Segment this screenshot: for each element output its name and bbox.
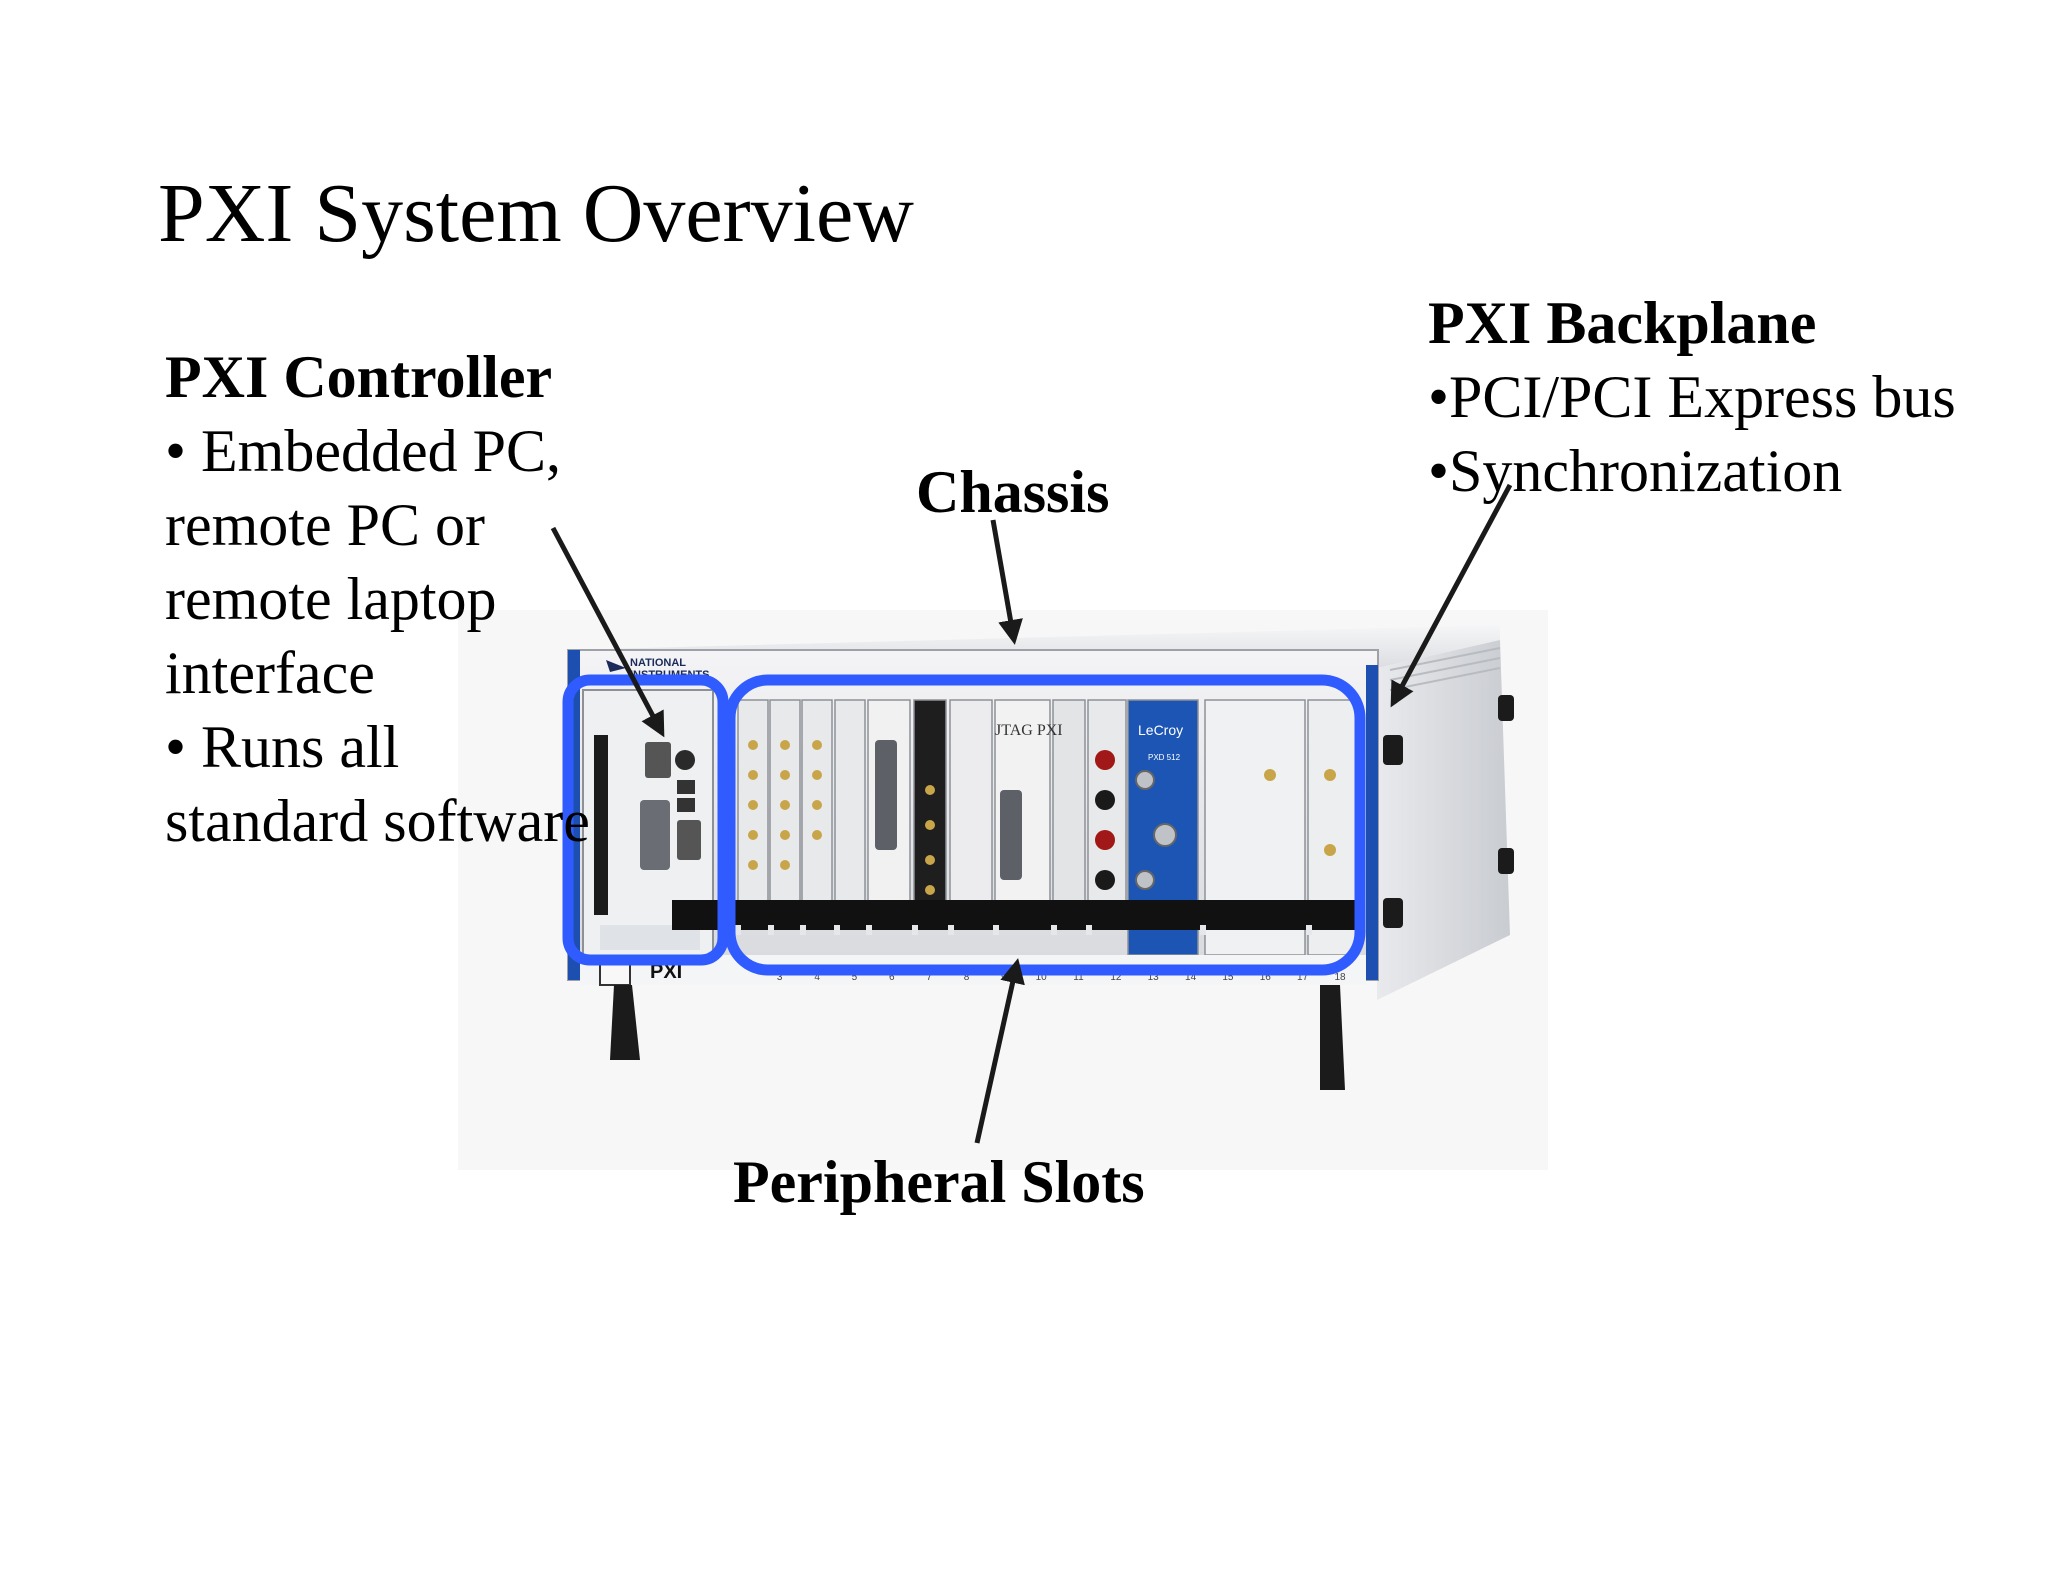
chassis-side: [1377, 640, 1510, 1000]
controller-heading: PXI Controller: [165, 344, 553, 410]
controller-line: interface: [165, 640, 375, 706]
lecroy-model: PXD 512: [1148, 753, 1181, 762]
pxi-logo: PXI: [650, 961, 682, 983]
ejector-handle-row: [672, 900, 1362, 930]
slot-number: 18: [1334, 972, 1346, 983]
slot-number: 4: [814, 972, 820, 983]
backplane-description: PXI Backplane •PCI/PCI Express bus •Sync…: [1428, 286, 1998, 508]
slot-number: 3: [777, 972, 783, 983]
d-sub-connector-2: [1000, 790, 1022, 880]
slot-number: 16: [1260, 972, 1272, 983]
d-sub-connector: [875, 740, 897, 850]
slot-number: 10: [1036, 972, 1048, 983]
brand-eagle-icon: [606, 660, 626, 672]
backplane-heading: PXI Backplane: [1428, 290, 1817, 356]
right-leg: [1320, 985, 1345, 1090]
left-leg: [610, 985, 640, 1060]
ejector-dividers: [735, 925, 1312, 935]
backplane-arrow: [1390, 483, 1513, 708]
front-right-trim: [1366, 665, 1378, 980]
side-feet: [1383, 695, 1514, 928]
bnc-connectors: [1135, 770, 1177, 890]
slots-arrow: [974, 958, 1025, 1144]
slot-number: 13: [1148, 972, 1160, 983]
controller-description: PXI Controller • Embedded PC, remote PC …: [165, 340, 590, 858]
red-jacks: [1095, 750, 1115, 890]
controller-arrow: [550, 526, 665, 738]
brand-line-1: NATIONAL: [630, 657, 686, 669]
chassis-label: Chassis: [916, 459, 1110, 525]
controller-line: standard software: [165, 788, 590, 854]
chassis-arrow: [990, 519, 1023, 645]
slot-number: 5: [852, 972, 858, 983]
controller-line: • Runs all: [165, 714, 400, 780]
sma-connectors: [748, 740, 1336, 895]
slot-number: 17: [1297, 972, 1309, 983]
peripheral-slots-label: Peripheral Slots: [733, 1149, 1145, 1215]
slot-number: 11: [1073, 972, 1084, 983]
slot-number: 7: [926, 972, 932, 983]
jtag-label: JTAG PXI: [995, 722, 1063, 739]
lecroy-label: LeCroy: [1138, 722, 1183, 738]
slot-number: 6: [889, 972, 895, 983]
slot-number: 15: [1222, 972, 1234, 983]
controller-line: • Embedded PC,: [165, 418, 561, 484]
backplane-line: •PCI/PCI Express bus: [1428, 364, 1956, 430]
controller-line: remote laptop: [165, 566, 497, 632]
slot-number: 12: [1110, 972, 1122, 983]
controller-highlight: [562, 674, 729, 966]
slot-number: 8: [964, 972, 970, 983]
page-title: PXI System Overview: [158, 167, 914, 260]
slot-number: 14: [1185, 972, 1197, 983]
controller-line: remote PC or: [165, 492, 485, 558]
backplane-line: •Synchronization: [1428, 438, 1843, 504]
peripheral-slots-highlight: [724, 674, 1366, 976]
